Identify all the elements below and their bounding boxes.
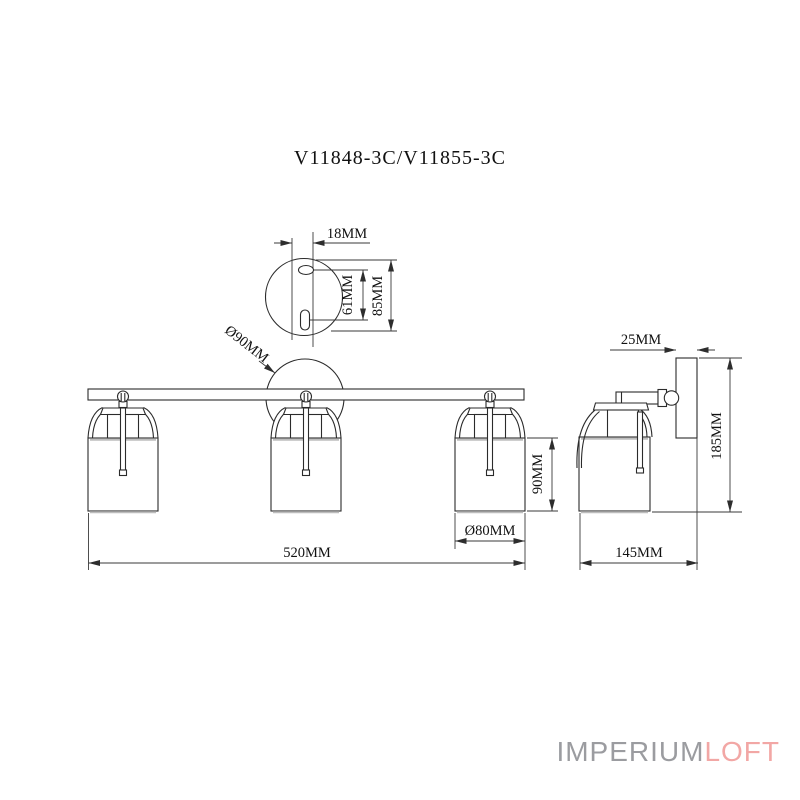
dim-145mm: 145MM bbox=[615, 545, 663, 561]
dim-90mm-shade-height: 90MM bbox=[530, 454, 546, 494]
lamp-right bbox=[454, 390, 526, 514]
side-view: 25MM 185MM 145MM bbox=[576, 332, 742, 570]
dim-520mm: 520MM bbox=[283, 545, 331, 561]
dim-25mm: 25MM bbox=[621, 332, 661, 348]
lamp-side bbox=[576, 402, 653, 514]
dim-185mm: 185MM bbox=[709, 412, 725, 460]
dim-80mm: Ø80MM bbox=[465, 523, 516, 539]
brand-watermark-gray: IMPERIUM bbox=[556, 736, 705, 767]
mounting-slot-bottom bbox=[299, 309, 311, 331]
dim-85mm: 85MM bbox=[370, 276, 386, 316]
lamp-left bbox=[87, 390, 159, 514]
swivel-arm bbox=[615, 391, 659, 405]
side-view-dimensions: 25MM 185MM 145MM bbox=[579, 332, 742, 570]
dim-18mm: 18MM bbox=[327, 226, 367, 242]
brand-watermark: IMPERIUMLOFT bbox=[556, 736, 780, 768]
brand-watermark-accent: LOFT bbox=[704, 736, 780, 767]
top-view-dimensions: 18MM 61MM 85MM bbox=[274, 226, 397, 332]
dim-61mm: 61MM bbox=[340, 275, 356, 315]
mounting-slot-top bbox=[297, 264, 315, 276]
drawing-title: V11848-3C/V11855-3C bbox=[294, 147, 506, 169]
mount-plate-circle bbox=[264, 257, 344, 337]
dim-90mm-canopy: Ø90MM bbox=[222, 323, 272, 367]
top-view: 18MM 61MM 85MM bbox=[264, 226, 397, 347]
front-view: Ø90MM 90MM Ø80MM 520MM bbox=[87, 323, 558, 570]
ball-joint bbox=[663, 390, 680, 406]
